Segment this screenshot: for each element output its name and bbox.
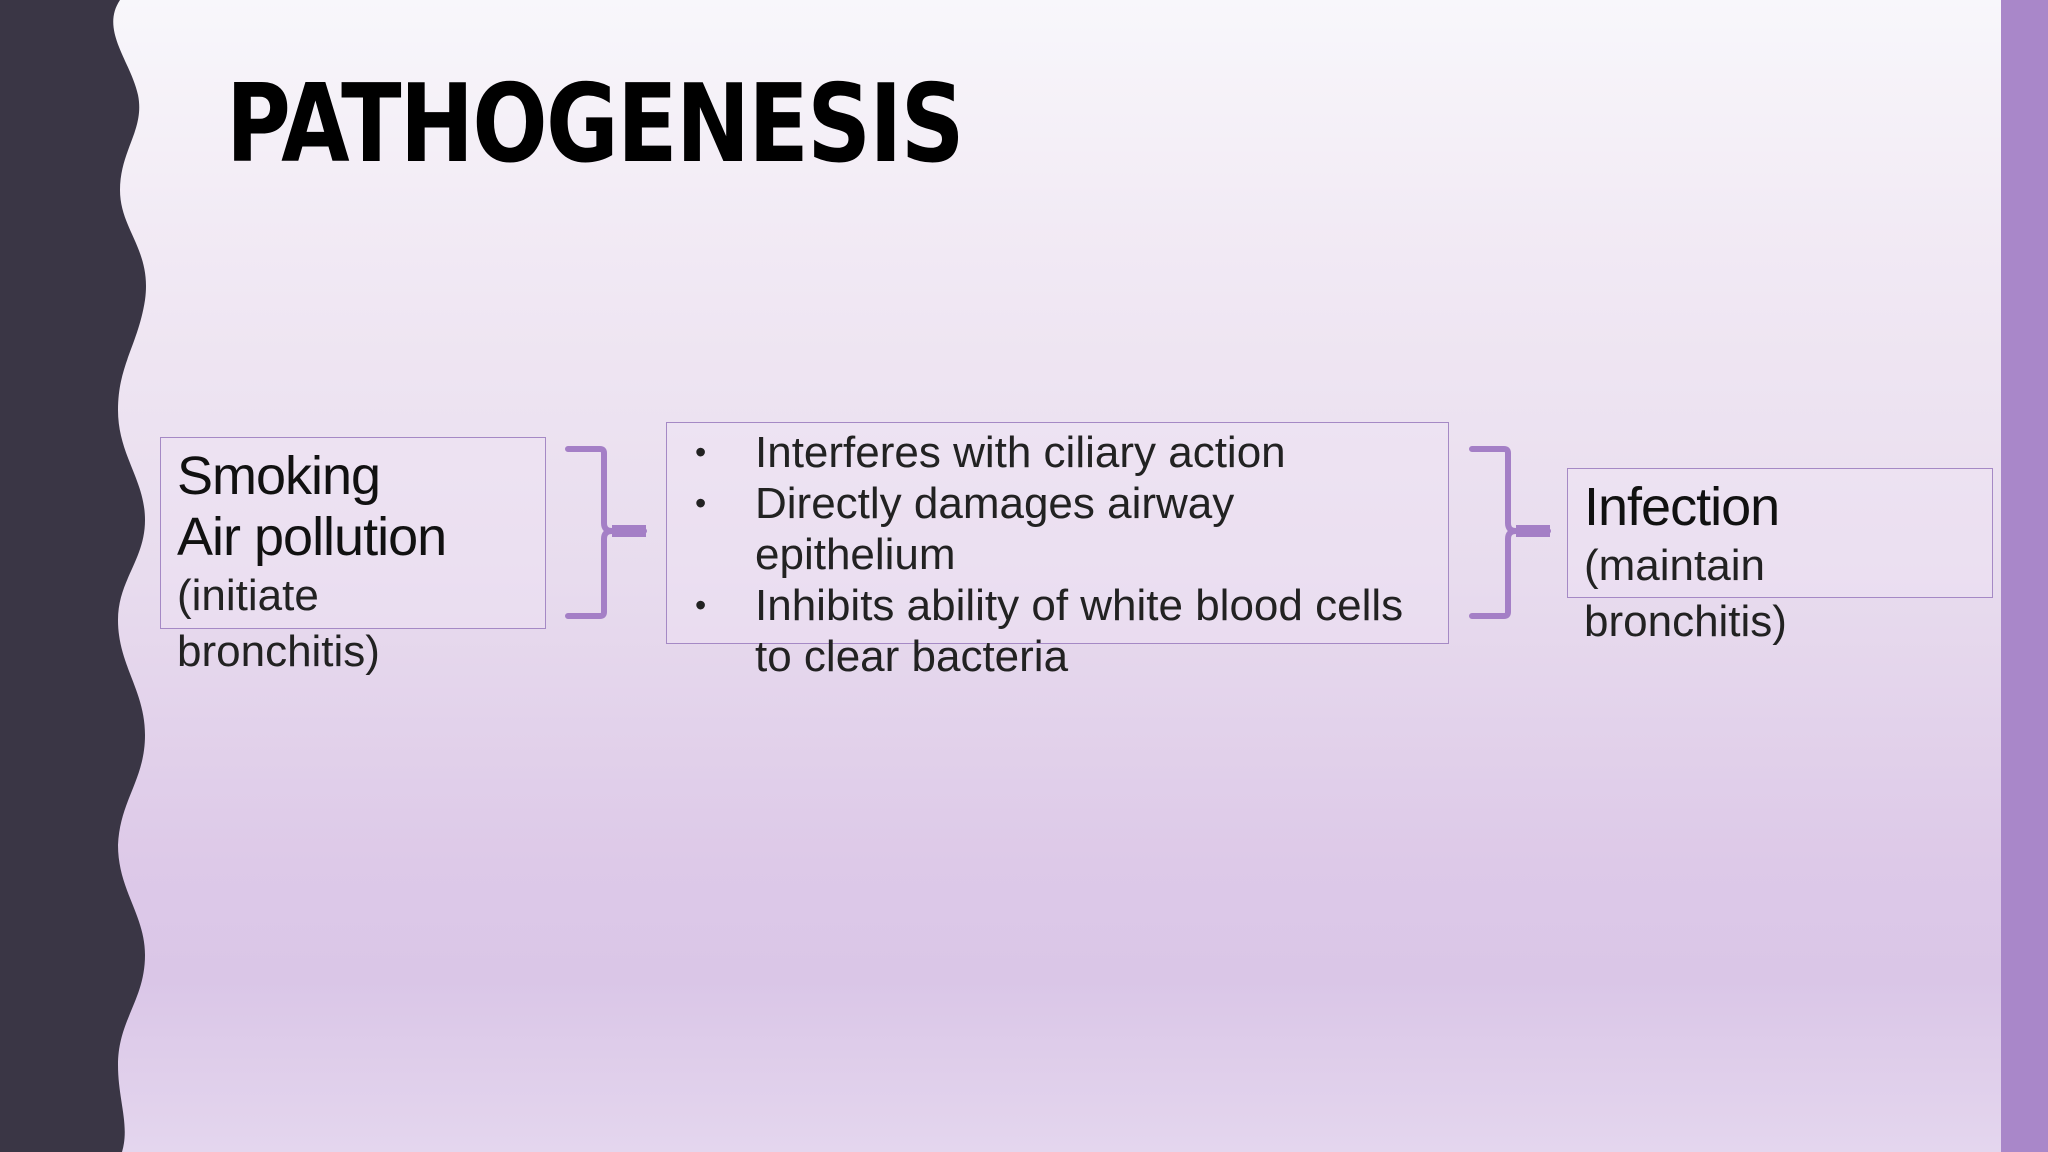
bullet-icon: •	[695, 434, 707, 470]
cause-smoking: Smoking	[177, 446, 381, 506]
accent-side-bar	[2001, 0, 2048, 1152]
wavy-side-bar	[0, 0, 147, 1152]
causes-note: (initiate bronchitis)	[177, 571, 380, 676]
bullet-icon: •	[695, 485, 707, 521]
result-infection: Infection	[1584, 477, 1780, 537]
right-brace-icon	[1469, 446, 1551, 619]
cause-air-pollution: Air pollution	[177, 507, 447, 567]
effect-item-continuation: to clear bacteria	[755, 632, 1069, 681]
result-box: Infection (maintain bronchitis)	[1567, 468, 1993, 646]
result-note: (maintain bronchitis)	[1584, 541, 1787, 646]
left-brace-icon	[565, 446, 647, 619]
effects-list: •Interferes with ciliary action •Directl…	[683, 427, 1432, 682]
effect-item: •Interferes with ciliary action	[695, 428, 1286, 477]
bullet-icon: •	[695, 587, 707, 623]
effect-item: •Directly damages airway epithelium	[695, 479, 1235, 579]
effect-item: •Inhibits ability of white blood cells	[695, 581, 1404, 630]
effects-box: •Interferes with ciliary action •Directl…	[666, 422, 1449, 681]
causes-box: Smoking Air pollution (initiate bronchit…	[160, 437, 546, 676]
slide-title: PATHOGENESIS	[226, 62, 965, 187]
